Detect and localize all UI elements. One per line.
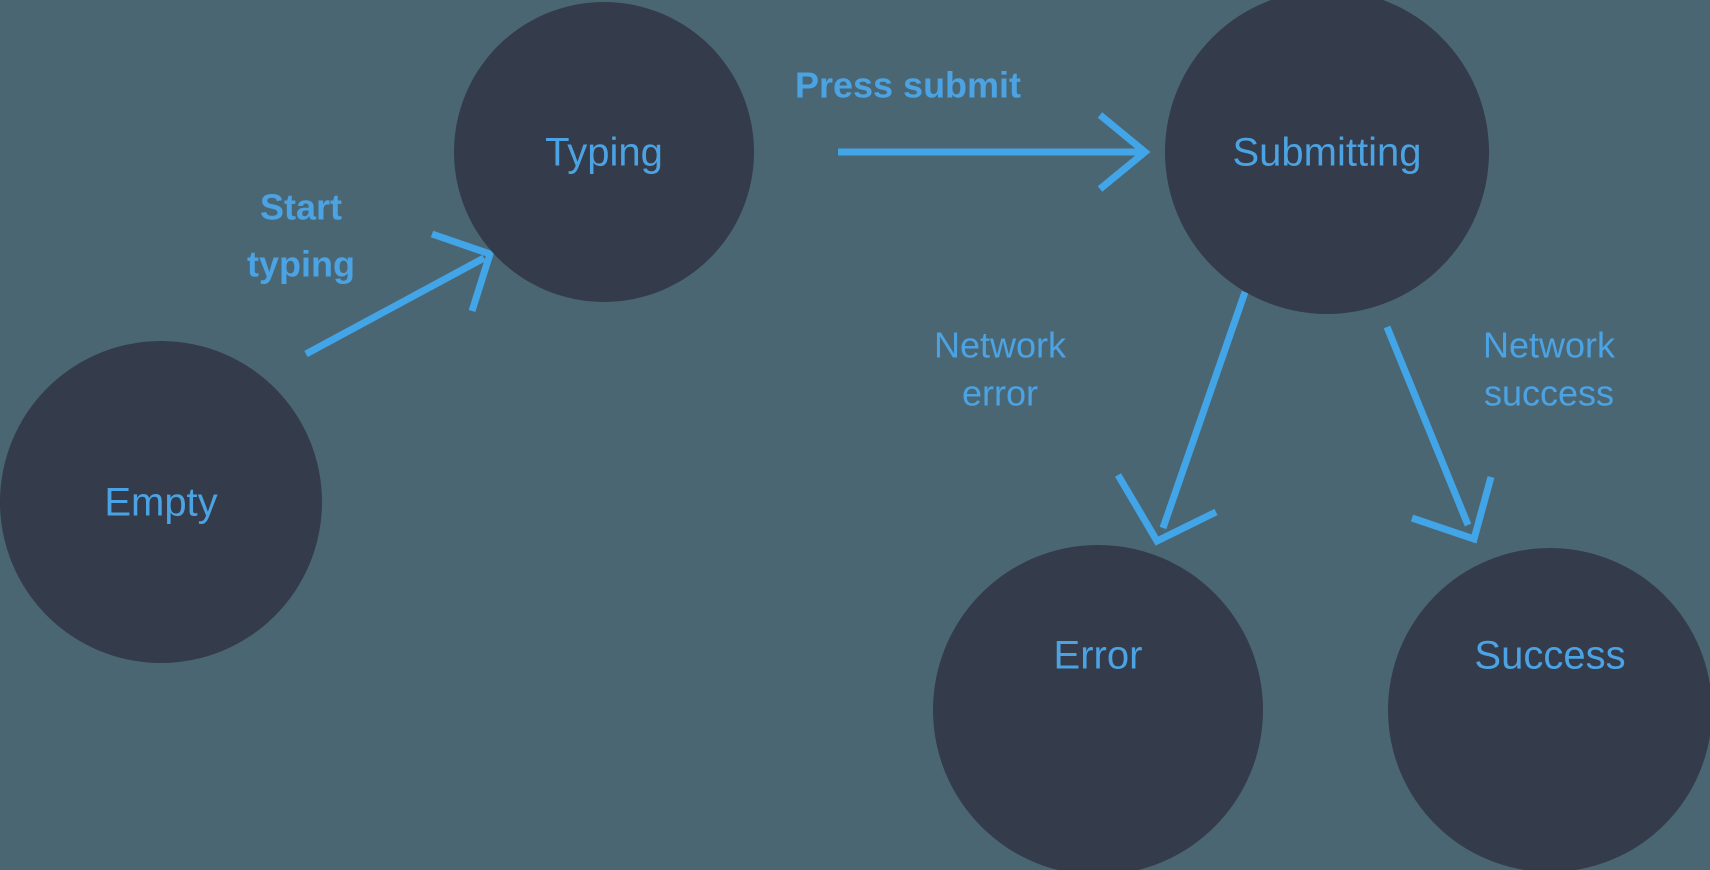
label-start-typing: Start typing (247, 187, 355, 285)
press-submit-arrow-head (1097, 112, 1151, 192)
start-typing-arrow-line (304, 254, 486, 358)
submitting-label: Submitting (1233, 131, 1422, 175)
network-success-label-line-2: success (1484, 373, 1614, 414)
submitting-circle (1165, 0, 1489, 314)
start-typing-arrow-head (430, 230, 495, 313)
network-error-label-line-2: error (962, 373, 1038, 414)
empty-label: Empty (104, 481, 217, 525)
state-node-typing[interactable]: Typing (454, 2, 754, 302)
success-label: Success (1474, 634, 1625, 678)
start-typing-label-line-2: typing (247, 244, 355, 285)
network-success-arrow-head (1410, 476, 1495, 544)
typing-circle (454, 2, 754, 302)
transition-start-typing[interactable] (304, 230, 495, 358)
label-press-submit: Press submit (795, 65, 1021, 106)
state-node-success[interactable]: Success (1388, 548, 1710, 870)
success-circle (1388, 548, 1710, 870)
transition-press-submit[interactable] (838, 112, 1151, 192)
network-error-arrow-head (1114, 473, 1218, 546)
label-network-error: Network error (934, 325, 1067, 414)
network-success-arrow-line (1383, 325, 1472, 527)
state-node-submitting[interactable]: Submitting (1165, 0, 1489, 314)
state-node-empty[interactable]: Empty (0, 341, 322, 663)
error-circle (933, 545, 1263, 870)
transition-network-error[interactable] (1114, 290, 1249, 546)
network-error-label-line-1: Network (934, 325, 1067, 366)
network-success-label-line-1: Network (1483, 325, 1616, 366)
start-typing-label-line-1: Start (260, 187, 342, 228)
empty-circle (0, 341, 322, 663)
network-error-arrow-line (1159, 290, 1249, 530)
press-submit-label-line-1: Press submit (795, 65, 1021, 106)
error-label: Error (1054, 634, 1143, 678)
typing-label: Typing (545, 131, 663, 175)
transition-network-success[interactable] (1383, 325, 1495, 544)
label-network-success: Network success (1483, 325, 1616, 414)
state-node-error[interactable]: Error (933, 545, 1263, 870)
